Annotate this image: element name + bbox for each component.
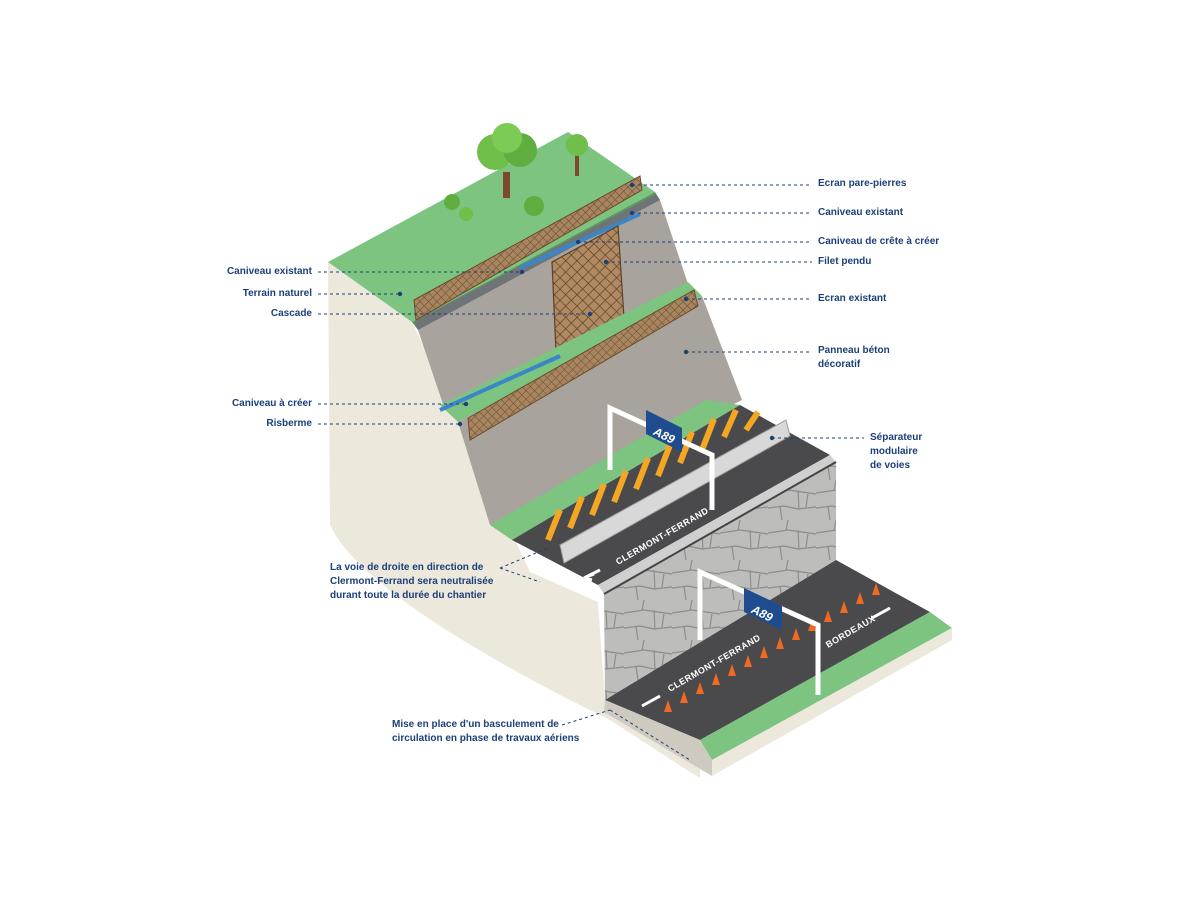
bush-icons: [444, 194, 544, 221]
work-zone-stripes: [545, 408, 761, 542]
tree-icon: [477, 123, 537, 198]
berm: [440, 282, 702, 422]
label-voie-droite: La voie de droite en direction de Clermo…: [330, 562, 494, 601]
rockfall-fence: [413, 175, 643, 321]
label-cascade: Cascade: [270, 308, 312, 319]
leader-dots: [397, 182, 775, 441]
label-filet-pendu: Filet pendu: [818, 256, 872, 267]
lower-left-arrow-icon: [641, 694, 661, 708]
soil-section: [328, 262, 700, 778]
lower-road: [605, 560, 930, 740]
traffic-cones: [664, 583, 880, 712]
channel-to-create: [439, 354, 561, 412]
label-caniveau-existant-right: Caniveau existant: [818, 207, 904, 218]
leader-lines: [318, 184, 864, 761]
label-caniveau-crete: Caniveau de crête à créer: [818, 236, 940, 247]
top-grass-plateau: [328, 132, 655, 322]
label-panneau-beton: Panneau béton décoratif: [818, 345, 890, 370]
label-ecran-existant: Ecran existant: [818, 293, 887, 304]
lower-road-verge: [700, 612, 952, 760]
crest-channel: [519, 212, 641, 270]
existing-fence: [467, 289, 699, 441]
lower-right-arrow-icon: [871, 606, 891, 620]
label-basculement: Mise en place d'un basculement de circul…: [392, 719, 580, 744]
label-terrain-naturel: Terrain naturel: [242, 288, 312, 299]
small-tree-icon: [566, 134, 588, 176]
label-separateur: Séparateur modulaire de voies: [870, 432, 923, 471]
decorative-concrete-panel: [458, 296, 742, 525]
label-ecran-pare-pierres: Ecran pare-pierres: [818, 178, 907, 189]
label-caniveau-existant-left: Caniveau existant: [226, 266, 312, 277]
label-caniveau-a-creer: Caniveau à créer: [231, 398, 312, 409]
upper-arrow-icon: [583, 568, 601, 582]
label-risberme: Risberme: [266, 418, 312, 429]
